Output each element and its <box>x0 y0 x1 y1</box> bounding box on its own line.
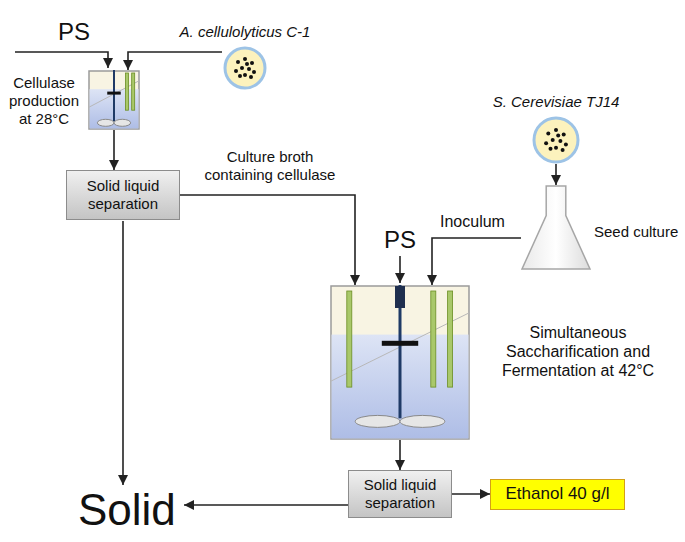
flow-arrow <box>113 130 115 170</box>
probe <box>448 291 453 387</box>
colony-dot <box>240 66 244 70</box>
separation-box: Solid liquid separation <box>66 170 180 220</box>
node-text: Solid liquid separation <box>73 177 173 213</box>
seed-flask-node: Seed culture <box>521 185 591 270</box>
probe <box>431 291 436 387</box>
colony-dot <box>245 62 249 66</box>
colony-dot <box>238 74 242 78</box>
colony-dot <box>551 138 555 142</box>
product-box: Ethanol 40 g/l <box>490 479 625 510</box>
node-text: Ethanol 40 g/l <box>506 484 610 504</box>
colony-dot <box>243 73 247 77</box>
impeller <box>400 415 445 427</box>
petri-dish-node: S. Cerevisiae TJ14 <box>532 116 580 164</box>
colony-dot <box>558 139 562 143</box>
vessel-wall <box>331 286 469 439</box>
node-caption: S. Cerevisiae TJ14 <box>474 93 638 111</box>
colony-dot <box>236 60 240 64</box>
flow-arrow <box>399 440 401 470</box>
petri-dish <box>534 118 578 162</box>
shape-outline <box>532 116 580 164</box>
probe <box>132 73 135 110</box>
colony-dot <box>252 70 256 74</box>
edge-label: Culture broth containing cellulase <box>195 148 345 184</box>
flask-outline <box>522 186 590 269</box>
node-caption: Cellulase production at 28°C <box>4 74 84 128</box>
impeller <box>97 119 114 126</box>
shape-outline <box>330 285 470 440</box>
impeller <box>114 119 131 126</box>
shape-outline <box>223 46 267 90</box>
colony-dot <box>564 142 568 146</box>
petri-dish-node: A. cellulolyticus C-1 <box>223 46 267 90</box>
edge-label: Inoculum <box>440 212 505 231</box>
colony-dot <box>250 61 254 65</box>
colony-dot <box>243 57 247 61</box>
fermenter-node: Simultaneous Saccharification and Fermen… <box>330 285 470 440</box>
colony-dot <box>234 69 238 73</box>
vessel-wall <box>89 71 139 129</box>
probe <box>125 73 128 110</box>
flow-arrow <box>128 52 222 70</box>
colony-dot <box>249 75 253 79</box>
colony-dot <box>554 128 558 132</box>
separation-box: Solid liquid separation <box>348 470 452 518</box>
colony-dot <box>561 148 565 152</box>
node-caption: Simultaneous Saccharification and Fermen… <box>478 323 678 381</box>
node-caption: Seed culture <box>594 223 678 241</box>
impeller-bar <box>382 341 418 346</box>
feed-arrow <box>15 52 108 68</box>
flow-arrow <box>180 195 355 285</box>
plain-label: PS <box>58 18 90 47</box>
flow-arrow <box>432 238 521 285</box>
flow-arrow <box>452 493 490 495</box>
flow-arrow <box>555 164 557 185</box>
plain-label: Solid <box>78 488 176 532</box>
colony-dot <box>247 67 251 71</box>
shape-outline <box>521 185 591 270</box>
petri-dish <box>225 48 265 88</box>
solid-arrow <box>184 504 349 506</box>
colony-dot <box>556 134 560 138</box>
colony-dot <box>546 131 550 135</box>
impeller <box>355 415 400 427</box>
colony-dot <box>562 133 566 137</box>
impeller-bar <box>107 92 121 95</box>
colony-dot <box>544 141 548 145</box>
bioreactor-node: Cellulase production at 28°C <box>88 70 140 130</box>
probe <box>347 291 352 387</box>
node-caption: A. cellulolyticus C-1 <box>163 23 327 41</box>
stirrer-motor <box>395 286 405 308</box>
colony-dot <box>554 146 558 150</box>
stirrer-shaft <box>113 70 115 122</box>
feed-arrow <box>399 256 401 283</box>
shape-outline <box>88 70 140 130</box>
colony-dot <box>549 147 553 151</box>
solid-arrow <box>122 221 124 485</box>
plain-label: PS <box>384 226 416 255</box>
node-text: Solid liquid separation <box>355 476 445 512</box>
